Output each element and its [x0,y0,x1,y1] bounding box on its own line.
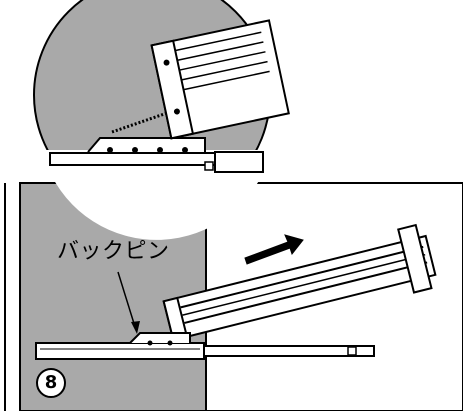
back-pin-label: バックピン [57,239,170,264]
bottom-rail [35,332,375,360]
tilted-slide-rail [162,223,437,342]
step-number-badge: 8 [36,368,66,398]
slide-direction-arrow [244,234,304,265]
callout-pointer-line [117,271,137,331]
magnified-detail-circle [33,0,290,240]
callout-arrowhead [131,321,140,334]
